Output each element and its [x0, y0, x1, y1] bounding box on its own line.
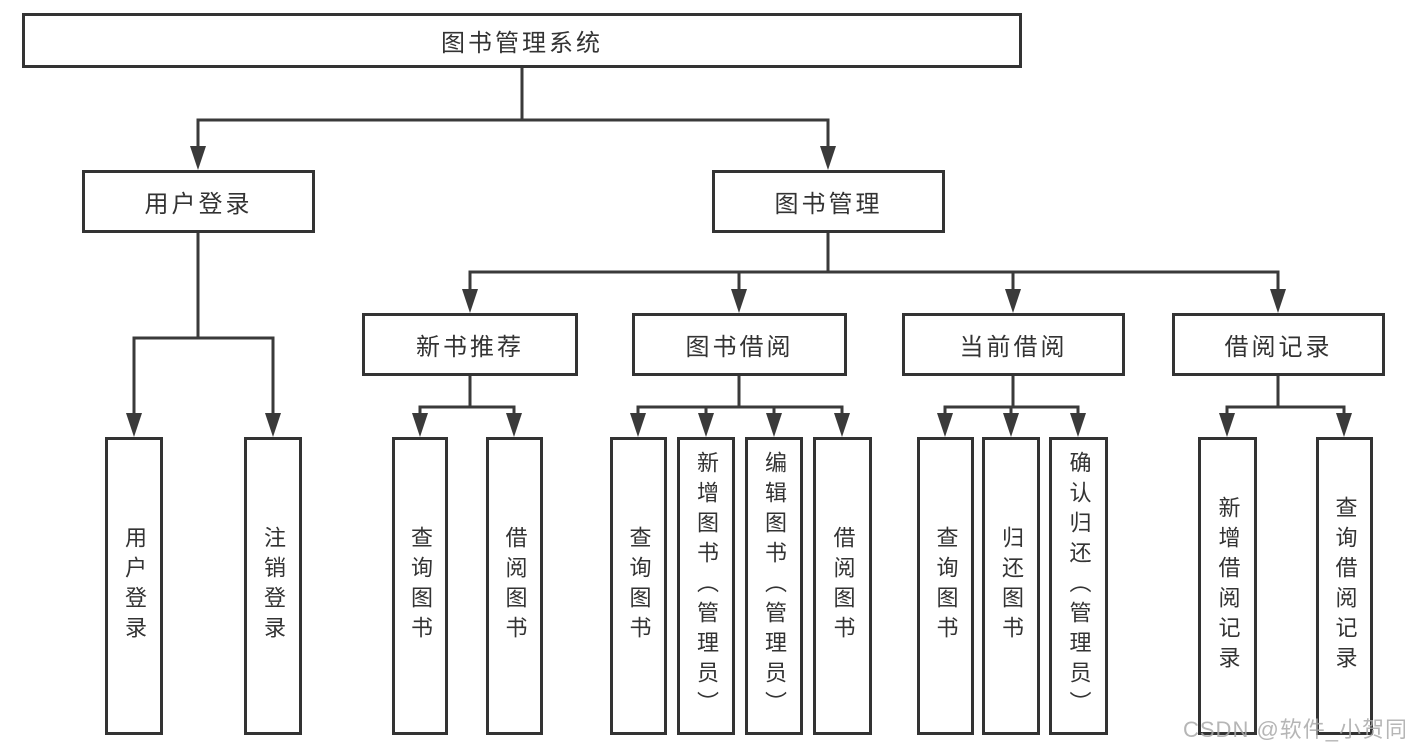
node-new-book-recommend: 新书推荐 — [362, 313, 578, 376]
node-book-borrow: 图书借阅 — [632, 313, 847, 376]
leaf-user-login: 用户登录 — [105, 437, 163, 735]
leaf-query-book-borrow: 查询图书 — [610, 437, 667, 735]
leaf-confirm-return-admin: 确认归还（管理员） — [1049, 437, 1108, 735]
node-user-login: 用户登录 — [82, 170, 315, 233]
leaf-query-book-current: 查询图书 — [917, 437, 974, 735]
leaf-query-borrow-record: 查询借阅记录 — [1316, 437, 1373, 735]
node-library-system: 图书管理系统 — [22, 13, 1022, 68]
leaf-add-borrow-record: 新增借阅记录 — [1198, 437, 1257, 735]
leaf-return-book: 归还图书 — [982, 437, 1040, 735]
node-book-management: 图书管理 — [712, 170, 945, 233]
csdn-watermark: CSDN @软件_小贺同学 — [1183, 717, 1405, 742]
leaf-logout: 注销登录 — [244, 437, 302, 735]
leaf-borrow-book: 借阅图书 — [813, 437, 872, 735]
node-borrow-record: 借阅记录 — [1172, 313, 1385, 376]
leaf-borrow-book-recommend: 借阅图书 — [486, 437, 543, 735]
node-current-borrow: 当前借阅 — [902, 313, 1125, 376]
leaf-query-book-recommend: 查询图书 — [392, 437, 448, 735]
leaf-edit-book-admin: 编辑图书（管理员） — [745, 437, 803, 735]
leaf-add-book-admin: 新增图书（管理员） — [677, 437, 735, 735]
